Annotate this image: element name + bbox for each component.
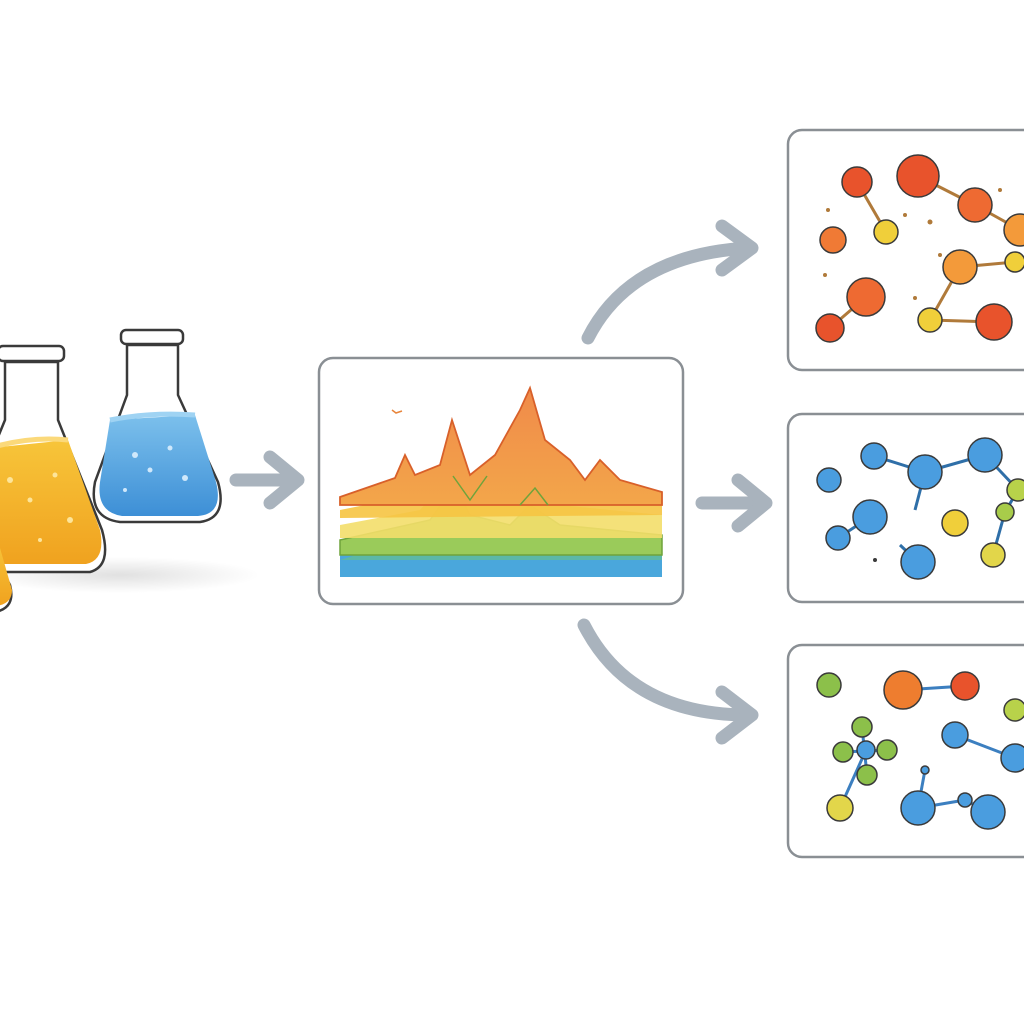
molecule-network-icon (816, 670, 1024, 830)
layered-spectrum-icon (339, 385, 663, 577)
orange-molecule-panel (786, 128, 1024, 372)
arrow-flask-to-spectrum-icon (229, 450, 305, 510)
flask-group (0, 328, 260, 612)
molecule-network-icon (816, 437, 1024, 580)
yellow-flask-icon (0, 344, 107, 574)
mixed-molecule-panel (786, 643, 1024, 859)
flow-arrows (229, 219, 773, 745)
blue-molecule-panel (786, 412, 1024, 604)
blue-flask-icon (92, 328, 222, 524)
molecule-network-icon (815, 154, 1024, 343)
arrow-spectrum-to-bottom-icon (577, 618, 759, 745)
spectrum-panel (317, 356, 685, 606)
arrow-spectrum-to-top-icon (581, 219, 759, 345)
front-flask-icon (0, 548, 13, 612)
arrow-spectrum-to-middle-icon (695, 473, 773, 533)
